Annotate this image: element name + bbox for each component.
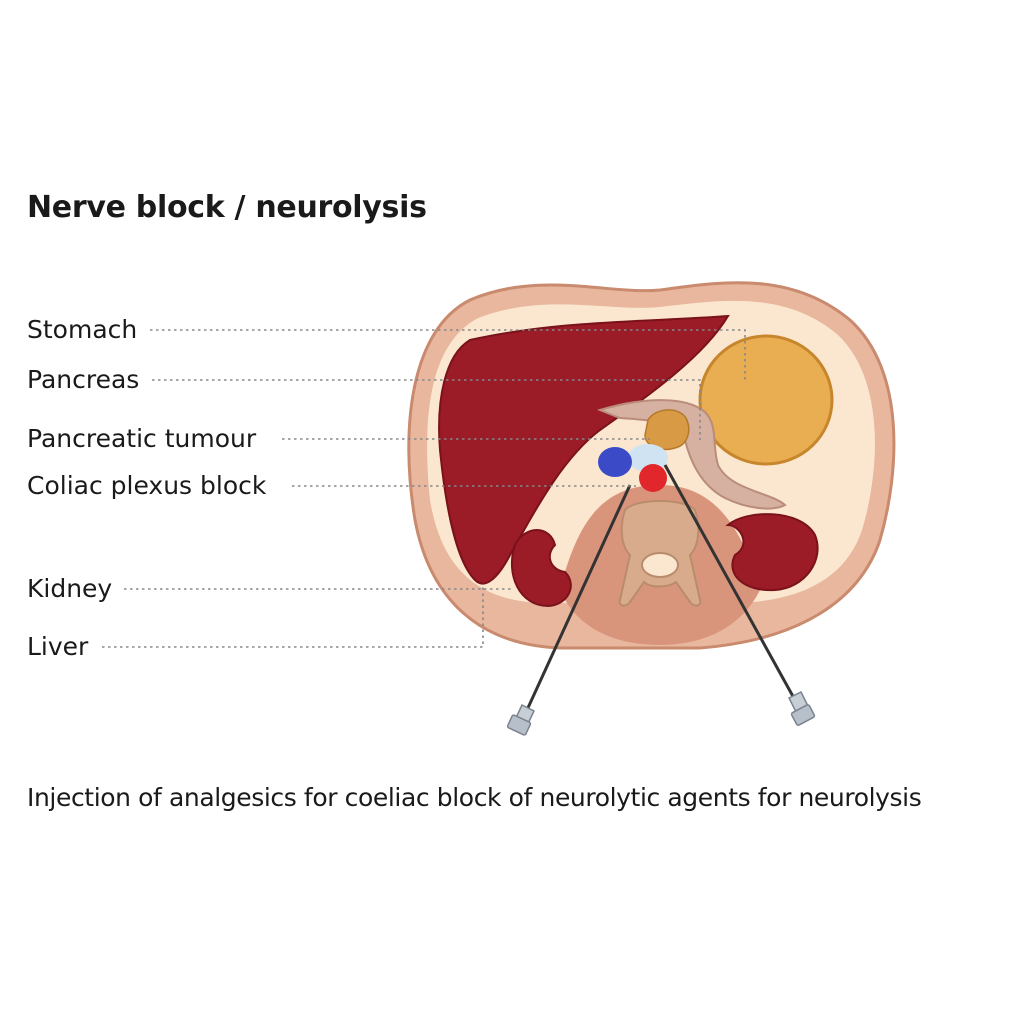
kidney-right xyxy=(725,513,819,592)
needle-hub-left xyxy=(506,703,535,736)
liver xyxy=(438,314,730,585)
artery xyxy=(639,464,667,492)
vein xyxy=(598,447,632,477)
diagram-title: Nerve block / neurolysis xyxy=(27,190,427,225)
needle-right xyxy=(663,464,797,701)
stomach xyxy=(698,334,834,466)
leader-pancreas xyxy=(152,379,701,440)
label-coeliac-plexus-block: Coliac plexus block xyxy=(27,471,269,500)
label-stomach: Stomach xyxy=(27,315,140,344)
pancreatic-tumour xyxy=(644,409,690,451)
kidney-left xyxy=(510,529,572,608)
spinal-canal xyxy=(641,552,679,578)
leader-liver xyxy=(102,585,484,648)
label-pancreas: Pancreas xyxy=(27,365,142,394)
diagram-caption: Injection of analgesics for coeliac bloc… xyxy=(27,783,922,812)
needle-left xyxy=(525,484,632,711)
label-liver: Liver xyxy=(27,632,91,661)
leader-lines xyxy=(102,329,746,648)
leader-stomach xyxy=(150,329,746,382)
needle-hub-right xyxy=(787,690,816,726)
label-pancreatic-tumour: Pancreatic tumour xyxy=(27,424,259,453)
label-kidney: Kidney xyxy=(27,574,115,603)
